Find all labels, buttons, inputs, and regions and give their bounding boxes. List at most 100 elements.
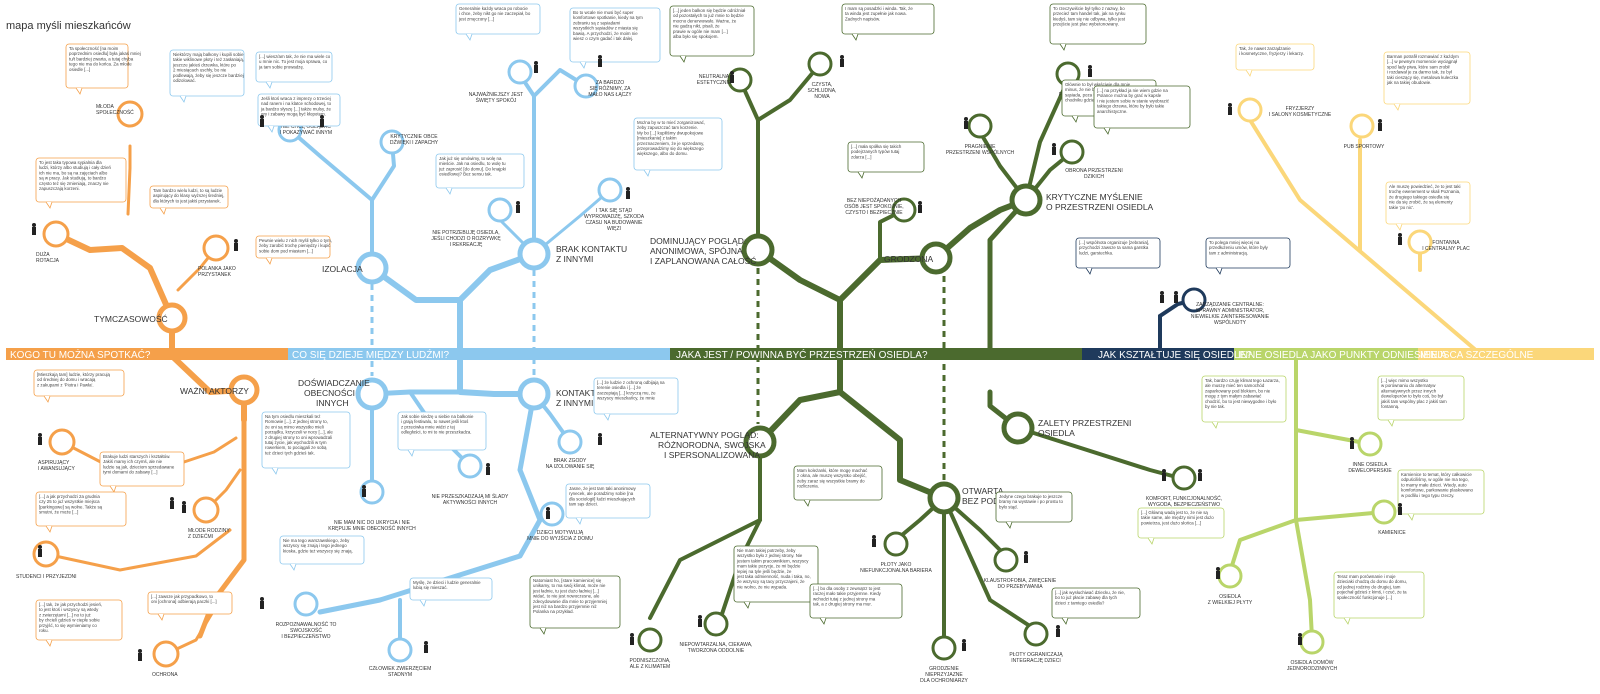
quote-bubble-rynek[interactable]: [...] że ludzie z ochroną odbijają nater…	[593, 377, 679, 421]
node-domow[interactable]	[1299, 629, 1325, 655]
node-brak-kontaktu[interactable]	[517, 237, 551, 271]
bar-section-space[interactable]: JAKA JEST / POWINNA BYĆ PRZESTRZEŃ OSIED…	[676, 348, 928, 361]
quote-bubble-brakuje[interactable]: Brakuje ludzi starszych i kształtów.Jaki…	[99, 451, 185, 493]
quote-bubble-przyroda[interactable]: [...] na przykład ja nie wiem gdzie naPo…	[1093, 85, 1191, 135]
quote-bubble-zapach[interactable]: Niektórzy mają balkony i kupili sobietak…	[169, 49, 245, 103]
quote-bubble-ludzie[interactable]: Tam bardzo wielu ludzi, to są ludzieaspi…	[149, 185, 229, 215]
quote-bubble-zarzad[interactable]: [...] wspólnota organizuje [zebrania],pr…	[1075, 237, 1161, 275]
node-ploty-ograniczaja[interactable]	[1023, 621, 1049, 647]
quote-bubble-pub[interactable]: Barman potrafił rozmawiać z każdym[...] …	[1383, 51, 1471, 111]
node-nie-potrzebuje[interactable]	[487, 197, 513, 223]
node-izolacja[interactable]	[355, 251, 389, 285]
quote-bubble-mysle[interactable]: Myślę, że dzieci i ludzie generalnielubi…	[409, 577, 493, 607]
quote-bubble-impreza[interactable]: Jeśli ktoś wraca z imprezy o trzeciejnad…	[257, 93, 341, 133]
node-otwarta[interactable]	[927, 481, 961, 515]
node-fryzjerzy[interactable]	[1237, 97, 1263, 123]
quote-bubble-glowna[interactable]: [...] Główną wadą jest to, że nie sątaki…	[1137, 507, 1225, 545]
node-czysta[interactable]	[807, 51, 833, 77]
node-zalety[interactable]	[1001, 411, 1035, 445]
node-polanka[interactable]	[202, 234, 230, 262]
bar-section-between[interactable]: CO SIĘ DZIEJE MIĘDZY LUDŹMI?	[292, 348, 449, 361]
node-grodzona[interactable]	[919, 241, 953, 275]
node-mloda-spolecznosc[interactable]	[116, 100, 144, 128]
node-niepowtarzalna[interactable]	[703, 611, 729, 637]
quote-bubble-polanka[interactable]: Pewnie wielu z nich myśli tylko o tym,że…	[255, 235, 332, 265]
node-wielka-plyta[interactable]	[1217, 563, 1243, 589]
node-obrona[interactable]	[1059, 139, 1085, 165]
quote-bubble-sasiad[interactable]: Bo to wcale nie musi być superkomfortowe…	[569, 7, 661, 69]
quote-bubble-ty[interactable]: To rzeczywiście był tylko z nazwy, boprz…	[1049, 3, 1147, 51]
node-studenci[interactable]	[32, 540, 60, 568]
bar-section-others[interactable]: INNE OSIEDLA JAKO PUNKTY ODNIESIENIA	[1238, 350, 1447, 361]
node-pragnienie[interactable]	[967, 113, 993, 139]
quote-bubble-mozna[interactable]: Można by w to mieć zorganizować,żeby zap…	[633, 117, 723, 177]
quote-bubble-jaksie[interactable]: Jak już się umówimy, to wolę namieście. …	[435, 153, 525, 195]
node-krytyczne-myslenie[interactable]	[1009, 183, 1043, 217]
node-inne-osiedla[interactable]	[1357, 431, 1383, 457]
node-podniszczona[interactable]	[637, 627, 663, 653]
node-grodzenie[interactable]	[931, 635, 957, 661]
node-nie-mam-nic[interactable]	[359, 479, 385, 505]
node-mlode-rodziny[interactable]	[192, 496, 220, 524]
quote-bubble-dla[interactable]: [...] bo dla osoby z zewnątrz to jestrac…	[809, 583, 903, 625]
node-swiety-spokoj[interactable]	[507, 59, 533, 85]
quote-bubble-mala[interactable]: [...] mała spółka się takichpodejrzanych…	[847, 141, 925, 179]
quote-bubble-tak2[interactable]: [...] tak, że jak przychodzi jesień,to j…	[35, 599, 123, 647]
node-klaustrofobia[interactable]	[993, 547, 1019, 573]
quote-bubble-natomiast[interactable]: Natomiast ho, [stare kamienice] sięunika…	[529, 575, 621, 635]
node-aspirujacy[interactable]	[48, 428, 76, 456]
quote-bubble-wiele[interactable]: [Mieszkają tam] ludzie, którzy pracująod…	[33, 369, 125, 403]
quote-line: z zakupami z 'Piotra i Pawła'.	[37, 382, 94, 387]
node-fontanna[interactable]	[1407, 229, 1433, 255]
quote-bubble-tak3[interactable]: Tak, bardzo czuję klimat tego Łazarza,al…	[1201, 375, 1287, 429]
node-ochrona[interactable]	[152, 640, 180, 668]
node-neutralna[interactable]	[727, 67, 753, 93]
node-dzieci-motywuja[interactable]	[539, 501, 565, 527]
bar-section-shape[interactable]: JAK KSZTAŁTUJE SIĘ OSIEDLE?	[1098, 350, 1252, 361]
node-wazni-aktorzy[interactable]	[228, 374, 260, 406]
node-ploty-jako[interactable]	[883, 531, 909, 557]
node-i-tak[interactable]	[597, 177, 623, 203]
node-duza-rotacja[interactable]	[42, 220, 70, 248]
node-alternatywny[interactable]	[743, 425, 777, 459]
node-komfort[interactable]	[1171, 465, 1197, 491]
quote-bubble-rotacja[interactable]: To jest taka typowa sypialnia dlaludzi, …	[35, 157, 127, 209]
node-tymczasowosc[interactable]	[156, 302, 188, 334]
bar-section-who[interactable]: KOGO TU MOŻNA SPOTKAĆ?	[10, 348, 151, 361]
node-kontakt[interactable]	[517, 377, 551, 411]
quote-bubble-jak[interactable]: [...] jak wysłuchiwać dziecku, że nie,bo…	[1051, 587, 1141, 625]
node-pub[interactable]	[1349, 113, 1375, 139]
node-czlowiek[interactable]	[387, 637, 413, 663]
node-brak-zgody[interactable]	[557, 429, 583, 455]
node-za-bardzo[interactable]	[573, 73, 599, 99]
node-nie-przeszkadzaja[interactable]	[457, 453, 483, 479]
quote-bubble-balkon[interactable]: [...] jeden balkon się będzie odróżniało…	[669, 5, 755, 63]
quote-bubble-czuje[interactable]: [...] wiesz/am tak, że nie ma wiele cou …	[255, 51, 333, 89]
quote-bubble-kamien[interactable]: Kamienice to temat, który całkowicieodpu…	[1397, 469, 1485, 521]
node-kamienice[interactable]	[1371, 499, 1397, 525]
node-rozpoznawalnosc[interactable]	[293, 591, 319, 617]
quote-bubble-jasne[interactable]: Jasne, że jest tam taki anonimowyrynecek…	[565, 483, 651, 525]
node-zarzadzanie[interactable]	[1181, 287, 1207, 313]
quote-bubble-fontanna[interactable]: Ale muszę powiedzieć, że to jest takitro…	[1385, 181, 1471, 231]
node-bez-niepozadanych[interactable]	[891, 197, 917, 223]
node-doswiadczanie[interactable]	[355, 377, 389, 411]
node-krytycznie-obce[interactable]	[379, 129, 405, 155]
node-dominujacy[interactable]	[741, 233, 775, 267]
bar-section-special[interactable]: MIEJSCA SZCZEGÓLNE	[1420, 348, 1534, 361]
